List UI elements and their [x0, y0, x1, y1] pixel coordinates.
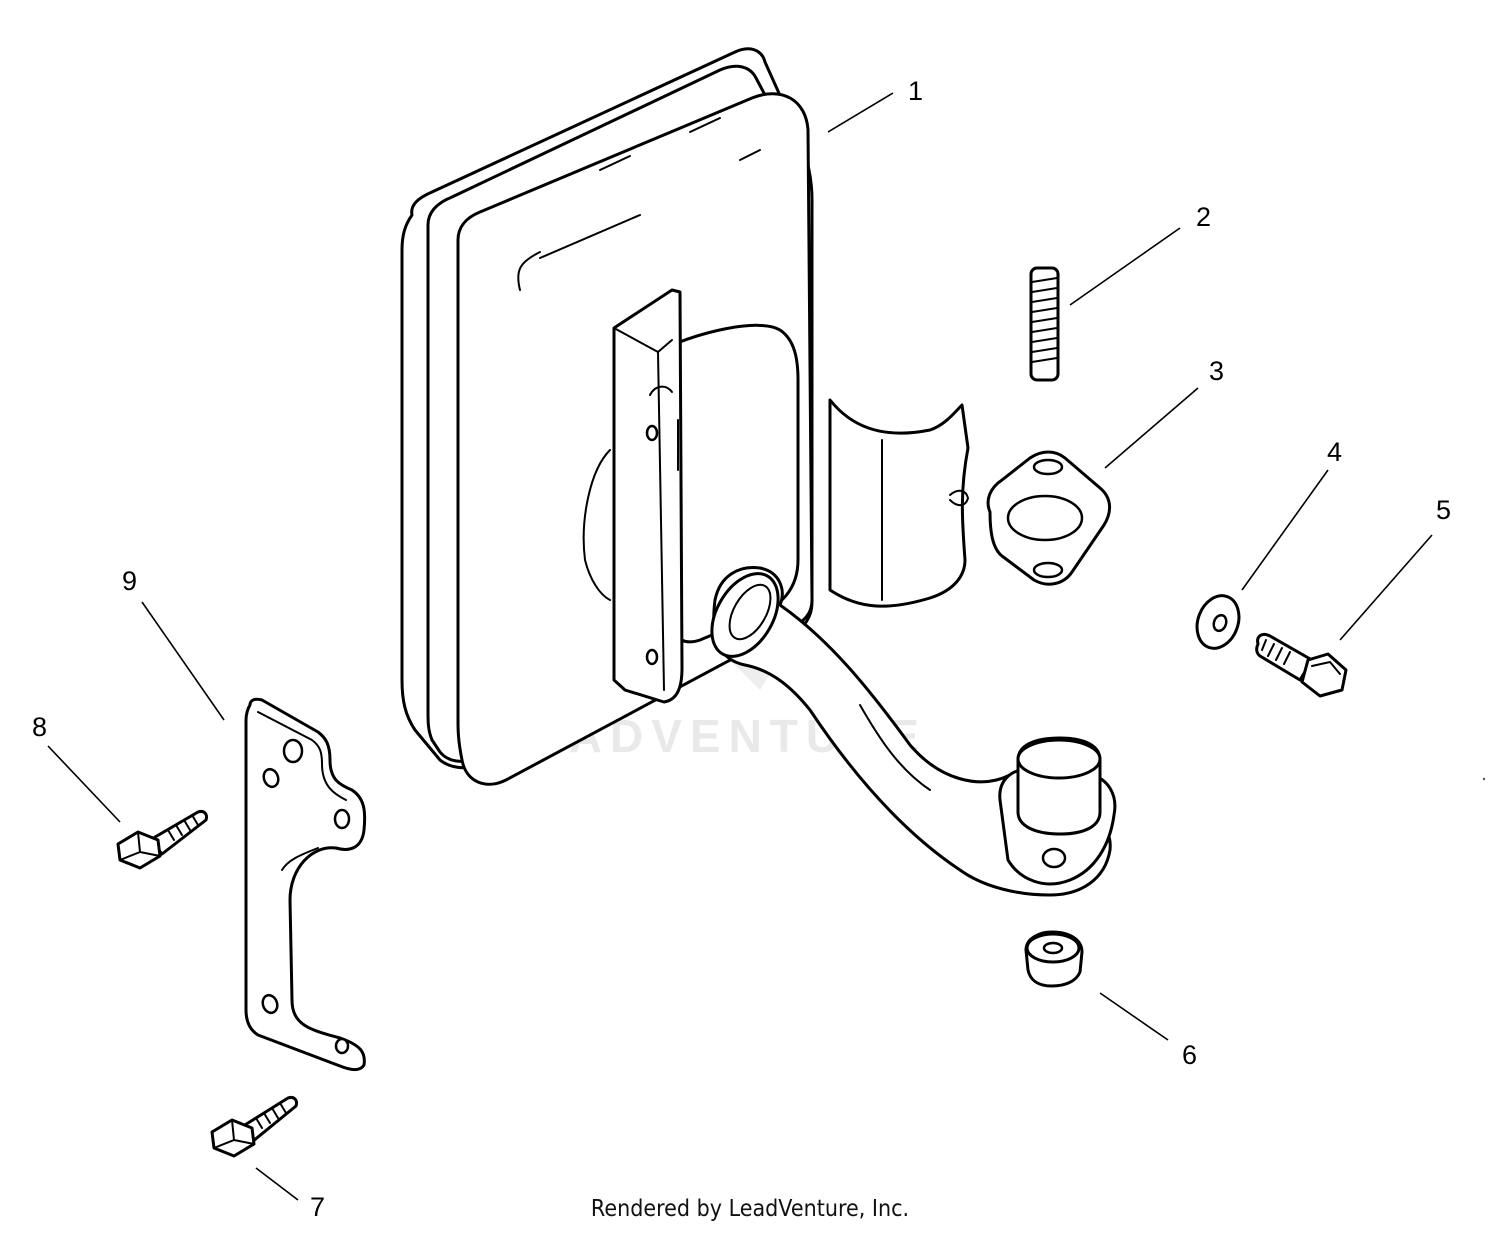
render-credit: Rendered by LeadVenture, Inc. [590, 1196, 910, 1222]
leader-line-3 [1104, 387, 1199, 469]
callout-9: 9 [122, 566, 137, 596]
leader-lines [47, 92, 1433, 1201]
leader-line-6 [1099, 992, 1169, 1041]
bolt-5[interactable] [1255, 632, 1348, 698]
bolt-7[interactable] [210, 1096, 298, 1158]
stray-dot [1482, 777, 1486, 781]
leader-line-2 [1069, 227, 1181, 306]
leader-line-1 [827, 92, 894, 133]
leader-line-9 [141, 601, 225, 721]
mounting-bracket[interactable] [244, 697, 367, 1072]
callout-1: 1 [908, 76, 923, 106]
washer[interactable] [1190, 590, 1246, 654]
callout-2: 2 [1196, 202, 1211, 232]
callout-7: 7 [310, 1192, 325, 1222]
leader-line-5 [1339, 534, 1433, 641]
callout-8: 8 [32, 712, 47, 742]
gasket[interactable] [986, 450, 1111, 586]
bolt-8[interactable] [116, 810, 208, 870]
leader-line-8 [47, 745, 121, 823]
callout-6: 6 [1182, 1040, 1197, 1070]
nut-6[interactable] [1024, 930, 1084, 988]
muffler-assembly[interactable] [400, 47, 1117, 897]
stud[interactable] [1029, 266, 1060, 382]
callout-5: 5 [1436, 495, 1451, 525]
callout-4: 4 [1327, 437, 1342, 467]
callout-labels: 1 2 3 4 5 6 7 8 9 [32, 76, 1451, 1222]
leader-line-7 [255, 1167, 299, 1201]
callout-3: 3 [1209, 356, 1224, 386]
leader-line-4 [1241, 469, 1329, 591]
